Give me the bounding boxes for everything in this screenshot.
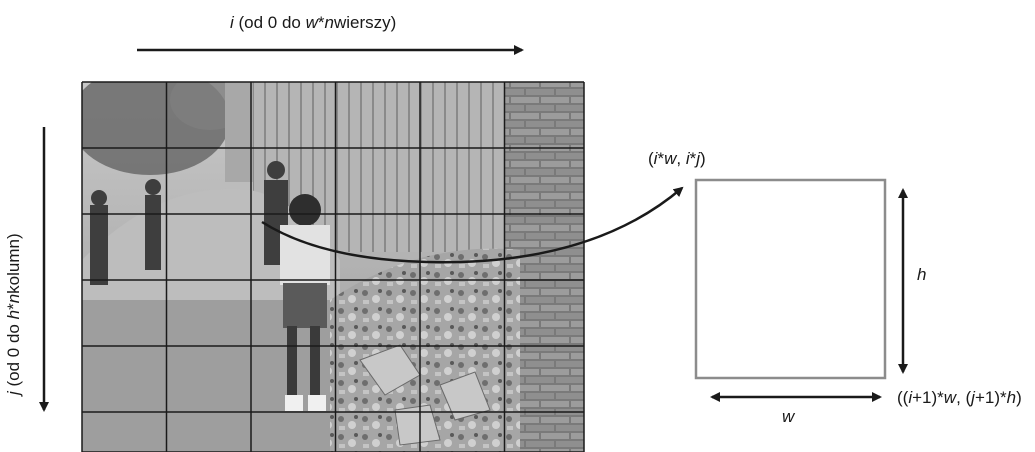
- width-label: w: [782, 407, 795, 426]
- block-rectangle: [694, 178, 887, 380]
- top-axis-label: i (od 0 do w*nwierszy): [230, 13, 397, 32]
- mapping-arrow: [261, 186, 684, 264]
- top-left-corner-label: (i*w, i*j): [648, 149, 706, 168]
- grid-overlay: [81, 81, 585, 452]
- source-photo: [82, 82, 584, 452]
- height-label: h: [917, 265, 927, 284]
- side-axis-label: j (od 0 do h*nkolumn): [4, 233, 23, 395]
- bottom-right-corner-label: ((i+1)*w, (j+1)*h): [897, 388, 1022, 407]
